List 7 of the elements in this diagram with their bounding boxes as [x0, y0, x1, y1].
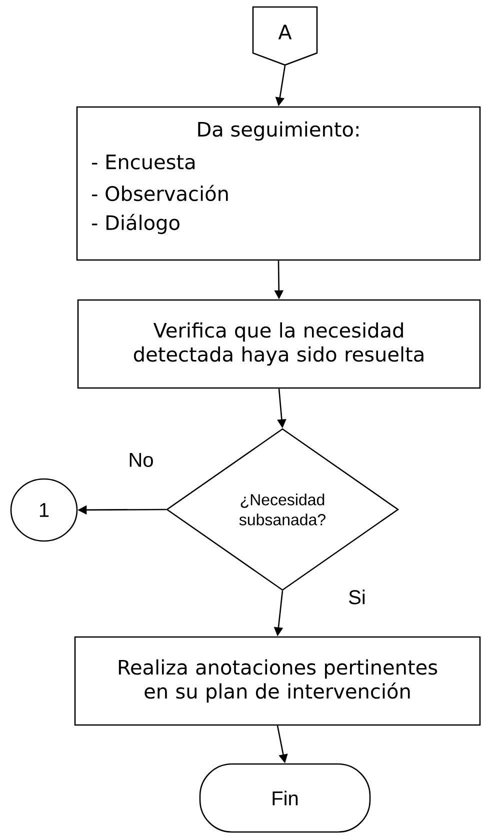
edge-label: No	[127, 452, 155, 468]
off-page-connector: A	[252, 6, 318, 66]
process-box: Realiza anotaciones pertinentes en su plan de intervención	[74, 636, 481, 726]
terminal-box: Fin	[199, 763, 371, 833]
edge-label: Si	[347, 588, 367, 606]
process-box: Verifica que la necesidad detectada haya sido resuelta	[77, 299, 481, 389]
process-box: Da seguimiento: - Encuesta - Observación - Diálogo	[76, 106, 481, 261]
